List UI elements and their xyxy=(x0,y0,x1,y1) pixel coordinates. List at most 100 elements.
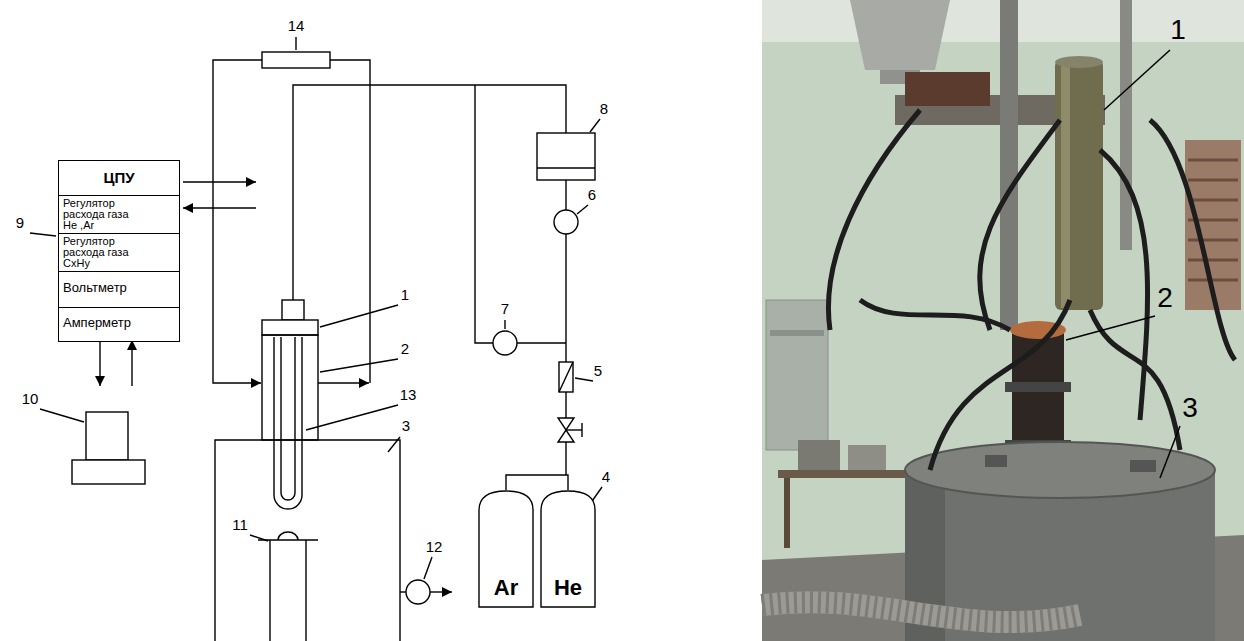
callout-number: 1 xyxy=(401,286,409,303)
callout-number: 10 xyxy=(22,390,39,407)
leader-lines xyxy=(250,535,268,541)
panel-text: ЦПУ xyxy=(59,161,179,196)
installation-photo xyxy=(828,110,1235,470)
cooling-line xyxy=(318,382,369,383)
installation-photo xyxy=(1055,60,1103,310)
holder xyxy=(305,540,306,641)
callout-number: 3 xyxy=(402,417,410,434)
panel-text: Регулятор расхода газа CxHy xyxy=(63,236,143,269)
callout-number: 1 xyxy=(1170,14,1186,46)
installation-photo xyxy=(762,0,1244,641)
torch-top xyxy=(282,300,304,320)
cooling-line xyxy=(213,60,262,383)
installation-photo xyxy=(905,72,990,106)
installation-photo xyxy=(762,0,1244,641)
torch-head xyxy=(262,320,318,335)
leader-lines xyxy=(30,233,56,236)
photo-leader-lines xyxy=(1066,316,1155,340)
leader-lines xyxy=(504,320,505,329)
signal-arrow xyxy=(183,207,256,208)
photo-leader-lines xyxy=(1160,426,1180,478)
schematic xyxy=(565,392,566,418)
callout-number: 13 xyxy=(400,386,417,403)
signal-arrow xyxy=(99,340,100,386)
installation-photo xyxy=(1188,279,1238,282)
installation-photo xyxy=(1000,0,1018,330)
gas-line xyxy=(293,85,566,300)
installation-photo xyxy=(828,110,920,330)
panel-cell: Регулятор расхода газа He ,Ar xyxy=(59,196,179,234)
leader-lines xyxy=(388,437,400,452)
callout-number: 3 xyxy=(1182,392,1198,424)
installation-photo xyxy=(762,602,1080,622)
leader-lines xyxy=(575,378,593,381)
leader-lines xyxy=(320,359,398,372)
installation-photo xyxy=(850,0,950,70)
installation-photo xyxy=(1188,199,1238,202)
installation-photo xyxy=(860,300,1010,330)
holder xyxy=(269,540,270,641)
installation-photo xyxy=(985,455,1007,467)
schematic xyxy=(566,429,582,430)
box-8 xyxy=(537,133,595,180)
installation-photo xyxy=(1005,382,1071,392)
gas-name: Ar xyxy=(494,576,518,600)
callout-number: 4 xyxy=(602,468,610,485)
cylinder-outline xyxy=(541,491,595,607)
installation-photo xyxy=(1100,150,1148,420)
installation-photo xyxy=(980,120,1060,330)
panel-cell: Амперметр xyxy=(59,308,179,341)
panel-text: Вольтметр xyxy=(63,281,175,294)
monitor-base xyxy=(72,460,145,484)
installation-photo xyxy=(1130,460,1156,472)
control-panel: ЦПУРегулятор расхода газа He ,ArРегулято… xyxy=(58,160,180,342)
schematic xyxy=(581,423,582,437)
callout-number: 6 xyxy=(588,186,596,203)
schematic xyxy=(537,167,595,168)
installation-photo xyxy=(1055,56,1103,68)
leader-lines xyxy=(40,409,84,422)
signal-arrow xyxy=(131,340,132,386)
tube-13 xyxy=(274,337,302,509)
installation-photo xyxy=(798,440,840,470)
panel-text: Амперметр xyxy=(63,316,175,329)
installation-photo xyxy=(1120,0,1132,250)
schematic xyxy=(430,591,452,592)
torch-jacket xyxy=(262,335,318,440)
schematic xyxy=(565,180,566,210)
schematic xyxy=(565,442,566,475)
installation-photo xyxy=(1090,310,1180,450)
gas-pipe xyxy=(506,475,568,490)
schematic xyxy=(400,591,406,592)
signal-arrow xyxy=(183,181,256,182)
substrate xyxy=(278,532,298,540)
panel-cell: Регулятор расхода газа CxHy xyxy=(59,234,179,272)
tube-13 xyxy=(281,337,295,500)
valve-symbol xyxy=(558,418,574,430)
gas-cylinder: Ar xyxy=(478,490,534,608)
pump-symbol xyxy=(554,210,578,234)
leader-lines xyxy=(295,37,296,50)
installation-photo xyxy=(762,602,1080,622)
photo-leader-lines xyxy=(1104,50,1170,110)
callout-number: 2 xyxy=(1157,282,1173,314)
callout-number: 7 xyxy=(501,300,509,317)
gas-name: He xyxy=(554,576,582,600)
callout-number: 8 xyxy=(600,100,608,117)
installation-photo xyxy=(1188,239,1238,242)
callout-number: 11 xyxy=(232,516,248,533)
installation-photo xyxy=(770,330,824,336)
installation-photo xyxy=(1188,259,1238,262)
panel-cell: Вольтметр xyxy=(59,272,179,308)
gas-cylinder: He xyxy=(540,490,596,608)
cylinder-outline xyxy=(479,491,533,607)
leader-lines xyxy=(577,205,588,214)
pump-symbol xyxy=(493,331,517,355)
callout-number: 5 xyxy=(594,362,602,379)
callout-number: 9 xyxy=(16,214,24,231)
gas-line xyxy=(475,85,493,343)
installation-photo xyxy=(1061,62,1070,308)
valve-symbol xyxy=(558,430,574,442)
